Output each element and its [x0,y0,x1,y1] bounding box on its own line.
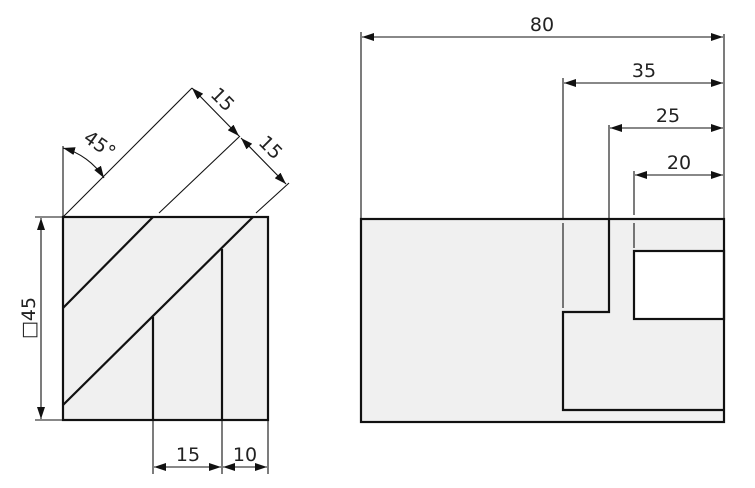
right-view: 80 35 25 20 [359,14,726,424]
left-body [63,217,268,420]
left-outline [61,215,270,422]
square-dimension-label: □45 [18,297,40,339]
window-outline [632,249,726,321]
step-profile [561,219,724,412]
diagonal-edge-1 [62,216,154,309]
dimension-line-diag-2 [240,137,287,185]
dimension-label: 15 [176,444,200,466]
dimension-label: 20 [667,152,691,174]
dimension-line-diag-1 [191,87,240,137]
dimension-label: 80 [530,14,554,36]
right-outline [359,217,726,424]
left-view: 15 15 45° □45 15 10 [18,83,290,474]
extension-line [255,182,290,214]
extension-line [62,87,193,218]
dimension-label: 15 [254,131,287,164]
diagonal-edge-2 [62,216,254,406]
window-opening [634,251,724,319]
extension-line [158,135,241,214]
right-body [361,219,724,422]
dimension-label: 15 [206,83,239,116]
dimension-label: 35 [632,60,656,82]
angle-arc [62,147,105,179]
dimension-label: 10 [233,444,257,466]
dimension-label: 25 [656,105,680,127]
